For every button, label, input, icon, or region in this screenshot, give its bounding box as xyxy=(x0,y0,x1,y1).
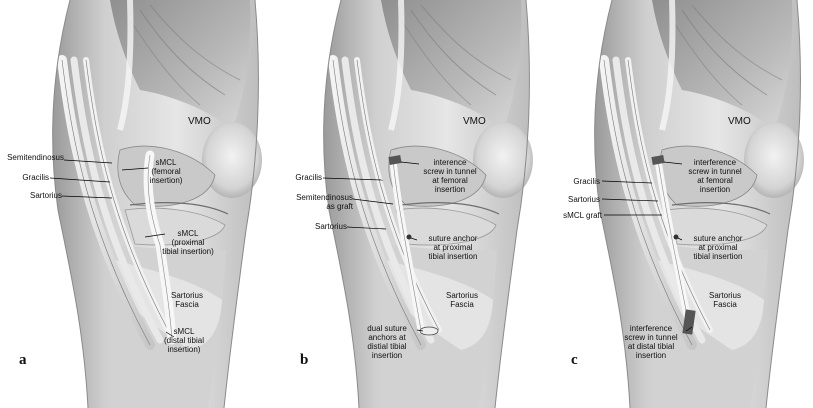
sartorius-label: Sartorius xyxy=(567,195,600,204)
sartorius-label: Sartorius xyxy=(29,191,62,200)
figure-panel-b: VMO Gracilis Semitendinosus as graft Sar… xyxy=(271,0,542,408)
panel-letter-c: c xyxy=(571,352,578,368)
sartorius-fascia-label: Sartorius Fascia xyxy=(445,291,478,309)
figure-panel-c: VMO Gracilis Sartorius sMCL graft interf… xyxy=(542,0,813,408)
vmo-label: VMO xyxy=(728,116,751,127)
panel-letter-a: a xyxy=(19,352,27,368)
vmo-label: VMO xyxy=(188,116,211,127)
smcl-graft-label: sMCL graft xyxy=(563,211,602,220)
smcl-femoral-label: sMCL (femoral insertion) xyxy=(149,158,183,185)
smcl-proximal-label: sMCL (proximal tibial insertion) xyxy=(162,229,214,256)
knee-illustration-c xyxy=(542,0,813,408)
sartorius-fascia-label: Sartorius Fascia xyxy=(708,291,741,309)
semitendinosus-graft-label: Semitendinosus as graft xyxy=(296,193,353,211)
gracilis-label: Gracilis xyxy=(295,173,322,182)
vmo-label: VMO xyxy=(463,116,486,127)
femoral-screw-label: interference screw in tunnel at femoral … xyxy=(688,158,742,194)
knee-illustration-a xyxy=(0,0,271,408)
gracilis-label: Gracilis xyxy=(22,173,49,182)
panel-letter-b: b xyxy=(300,352,309,368)
sartorius-fascia-label: Sartorius Fascia xyxy=(170,291,203,309)
gracilis-label: Gracilis xyxy=(573,177,600,186)
distal-screw-label: interference screw in tunnel at distal t… xyxy=(624,324,678,360)
dual-anchors-label: dual suture anchors at distial tibial in… xyxy=(367,324,407,360)
semitendinosus-label: Semitendinosus xyxy=(7,153,64,162)
suture-anchor-label: suture anchor at proximal tibial inserti… xyxy=(428,234,478,261)
sartorius-label: Sartorius xyxy=(314,222,347,231)
suture-anchor-label: suture anchor at proximal tibial inserti… xyxy=(693,234,743,261)
smcl-distal-label: sMCL (distal tibial insertion) xyxy=(163,327,204,354)
knee-illustration-b xyxy=(271,0,542,408)
femoral-screw-label: interence screw in tunnel at femoral ins… xyxy=(423,158,477,194)
figure-panel-a: VMO Semitendinosus Gracilis Sartorius sM… xyxy=(0,0,271,408)
